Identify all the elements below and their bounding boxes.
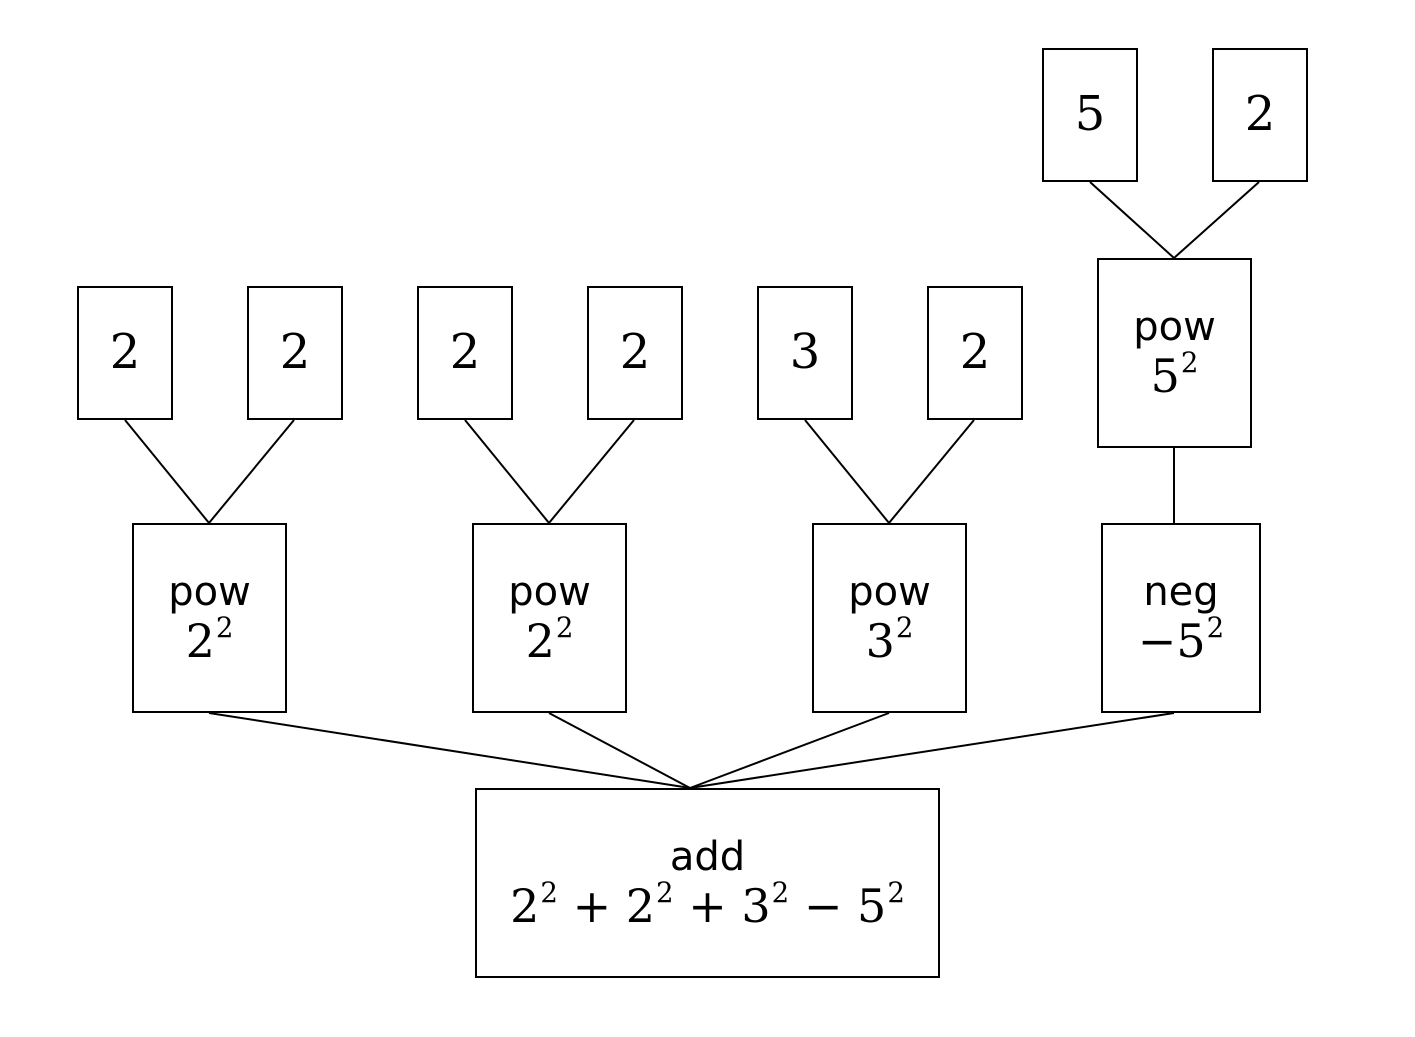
- leaf-node-5: 5: [1042, 48, 1138, 182]
- edge-leafb2-powb: [548, 419, 635, 524]
- leaf-node-a2: 2: [247, 286, 343, 420]
- node-expression: 52: [1150, 346, 1199, 403]
- operation-label: pow: [168, 568, 251, 615]
- add-node: add 22 + 22 + 32 − 52: [475, 788, 940, 978]
- leaf-node-c1: 3: [757, 286, 853, 420]
- operation-label: pow: [1133, 303, 1216, 350]
- operation-label: add: [669, 833, 746, 880]
- leaf-node-b1: 2: [417, 286, 513, 420]
- node-expression: 32: [865, 611, 914, 668]
- leaf-value: 2: [959, 324, 991, 381]
- edge-leafa2-powa: [208, 419, 295, 524]
- pow-node-a: pow 22: [132, 523, 287, 713]
- edge-powa-add: [208, 712, 691, 789]
- operation-label: pow: [848, 568, 931, 615]
- leaf-node-a1: 2: [77, 286, 173, 420]
- leaf-node-2-top: 2: [1212, 48, 1308, 182]
- edge-powc-add: [689, 712, 890, 789]
- leaf-value: 2: [1244, 86, 1276, 143]
- pow-node-c: pow 32: [812, 523, 967, 713]
- leaf-value: 2: [279, 324, 311, 381]
- leaf-value: 2: [109, 324, 141, 381]
- operation-label: pow: [508, 568, 591, 615]
- node-expression: 22: [185, 611, 234, 668]
- leaf-value: 3: [789, 324, 821, 381]
- node-expression: 22 + 22 + 32 − 52: [510, 876, 905, 933]
- operation-label: neg: [1143, 568, 1219, 615]
- leaf-value: 5: [1074, 86, 1106, 143]
- leaf-node-b2: 2: [587, 286, 683, 420]
- node-expression: 22: [525, 611, 574, 668]
- edge-leaf2top-powd: [1173, 181, 1260, 259]
- leaf-node-c2: 2: [927, 286, 1023, 420]
- leaf-value: 2: [449, 324, 481, 381]
- pow-node-b: pow 22: [472, 523, 627, 713]
- pow-node-d: pow 52: [1097, 258, 1252, 448]
- edge-leafa1-powa: [124, 419, 210, 524]
- edge-leafc1-powc: [804, 419, 890, 524]
- leaf-value: 2: [619, 324, 651, 381]
- edge-powb-add: [548, 712, 691, 789]
- edge-neg-add: [689, 712, 1175, 789]
- node-expression: −52: [1137, 611, 1225, 668]
- edge-leafb1-powb: [464, 419, 550, 524]
- neg-node: neg −52: [1101, 523, 1261, 713]
- edge-leafc2-powc: [888, 419, 975, 524]
- edge-leaf5-powd: [1089, 181, 1175, 259]
